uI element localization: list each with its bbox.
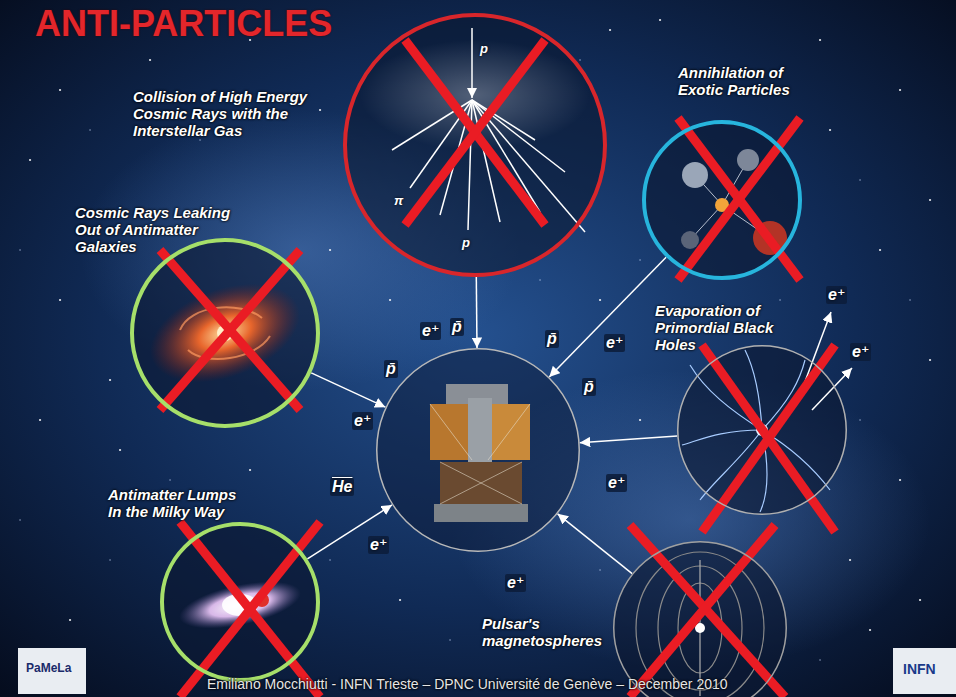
particle-symbol: e⁺ [606, 474, 627, 492]
logo-text: PaMeLa [26, 662, 71, 676]
circle-interiors [132, 15, 846, 697]
particle-arrow [558, 514, 633, 574]
field-line [636, 552, 764, 697]
logo-text: INFN [903, 661, 936, 677]
source-circle: Annihilation of Exotic Particles [642, 120, 802, 280]
particle-symbol: e⁺ [352, 412, 373, 430]
pulsar-illustration [636, 552, 764, 697]
circle-interior [644, 122, 800, 278]
exotic-particle [682, 162, 708, 188]
exotic-particle [681, 231, 699, 249]
collision-illustration [360, 28, 590, 232]
slide-title: ANTI-PARTICLES [35, 4, 332, 44]
source-heading: Cosmic Rays Leaking Out of Antimatter Ga… [75, 204, 240, 255]
particle-arrow [580, 436, 677, 443]
circle-outline [130, 238, 320, 428]
circle-outline [343, 13, 607, 277]
red-cross [160, 250, 300, 410]
particle-symbol: π [394, 194, 403, 209]
particle-symbol: p̄ [384, 360, 398, 378]
circle-outline [160, 522, 320, 682]
circle-interior [345, 15, 605, 275]
star-field [30, 20, 930, 640]
particle-symbol: He [330, 478, 354, 496]
source-heading: Pulsar's magnetospheres [482, 615, 610, 649]
particle-symbol: e⁺ [368, 536, 389, 554]
particle-arrow [307, 505, 392, 559]
logo-box [18, 648, 86, 694]
satellite-truss [430, 404, 530, 504]
source-circle: Antimatter Lumps In the Milky Way [160, 522, 320, 682]
particle-arrow [311, 373, 385, 407]
source-heading: Collision of High Energy Cosmic Rays wit… [133, 88, 328, 139]
source-heading: Evaporation of Primordial Black Holes [655, 302, 785, 353]
particle-symbol: e⁺ [850, 343, 871, 361]
circle-outline [345, 15, 605, 275]
detector-circle [376, 348, 580, 552]
black-hole-illustration [682, 312, 852, 512]
source-circle: Pulsar's magnetospheres [613, 541, 787, 697]
circle-outline [376, 348, 580, 552]
particle-symbol: e⁺ [826, 286, 847, 304]
source-circle: Evaporation of Primordial Black Holes [677, 345, 847, 515]
circle-outline [613, 541, 787, 697]
red-cross [630, 525, 775, 697]
source-heading: Annihilation of Exotic Particles [678, 64, 808, 98]
particle-symbol: e⁺ [420, 322, 441, 340]
exotic-particle [737, 149, 759, 171]
circle-outline [162, 524, 318, 680]
circle-outline [677, 345, 847, 515]
source-circle: Cosmic Rays Leaking Out of Antimatter Ga… [130, 238, 320, 428]
circle-interior [132, 240, 318, 426]
circle-outline [642, 120, 802, 280]
field-line [682, 430, 762, 445]
satellite-base [434, 504, 528, 522]
circle-outline [644, 122, 800, 278]
particle-symbol: e⁺ [604, 334, 625, 352]
particle-arrow [549, 257, 666, 377]
circle-outline [377, 349, 580, 552]
red-cross [160, 250, 300, 410]
footer-credit: Emiliano Mocchiutti - INFN Trieste – DPN… [207, 676, 728, 692]
red-cross [405, 40, 545, 225]
source-circle: Collision of High Energy Cosmic Rays wit… [343, 13, 607, 277]
particle-symbol: p [480, 42, 488, 57]
particle-symbol: e⁺ [505, 574, 526, 592]
particle-symbol: p̄ [582, 378, 596, 396]
particle-arrow [476, 277, 478, 348]
particle-symbol: p [462, 236, 470, 251]
source-heading: Antimatter Lumps In the Milky Way [108, 486, 240, 520]
circle-outline [132, 240, 318, 426]
red-cross [405, 40, 545, 225]
red-cross [630, 525, 785, 697]
star-field [20, 20, 910, 660]
red-cross [678, 118, 800, 280]
red-crosses [160, 40, 835, 697]
particle-symbol: p̄ [450, 318, 464, 336]
particle-symbol: p̄ [545, 330, 559, 348]
incoming-track [471, 28, 473, 98]
circle-interior [377, 349, 579, 551]
circle-outline [614, 542, 787, 697]
satellite-illustration [430, 384, 530, 522]
circle-outline [678, 346, 847, 515]
logo-box [893, 648, 956, 694]
red-cross [678, 118, 800, 280]
